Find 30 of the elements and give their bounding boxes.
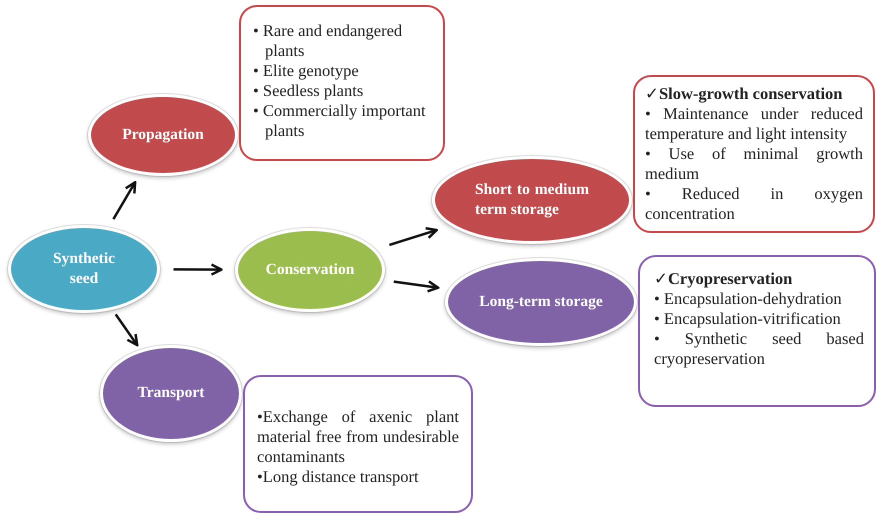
arrow [394,280,440,293]
ellipse-node [432,156,632,244]
box-heading: ✓Cryopreservation [654,269,794,289]
node-label: Short to medium term storage [475,180,589,220]
bullet-item: • Seedless plants [253,81,364,101]
arrow [112,181,136,220]
node-label: Synthetic seed [53,248,115,289]
bullet-item: • Rare and endangered plants [253,21,404,61]
bullet-item: • Maintenance under reduced temperature and light intensity [645,104,863,144]
bullet-item: • Reduced in oxygen concentration [645,184,863,224]
bullet-item: • Elite genotype [253,61,360,81]
node-label: Propagation [122,124,204,145]
arrow [389,227,438,246]
arrow [114,314,138,346]
bullet-item: • Use of minimal growth medium [645,144,863,184]
bullet-item: •Long distance transport [257,467,420,487]
node-label: Conservation [266,260,354,280]
rounded-text-box [243,375,473,513]
box-heading: ✓Slow-growth conservation [645,84,844,104]
arrow [174,263,223,276]
bullet-item: • Synthetic seed based cryopreservation [654,329,864,369]
node-label: Long-term storage [479,292,603,312]
bullet-item: • Commercially important plants [253,101,427,141]
rounded-text-box [638,255,876,407]
node-label: Transport [138,383,204,404]
bullet-item: •Exchange of axenic plant material free from undesirable contaminants [257,407,459,467]
bullet-item: • Encapsulation-dehydration [654,289,843,309]
rounded-text-box [633,75,875,233]
bullet-item: • Encapsulation-vitrification [654,309,842,329]
rounded-text-box [239,5,445,161]
